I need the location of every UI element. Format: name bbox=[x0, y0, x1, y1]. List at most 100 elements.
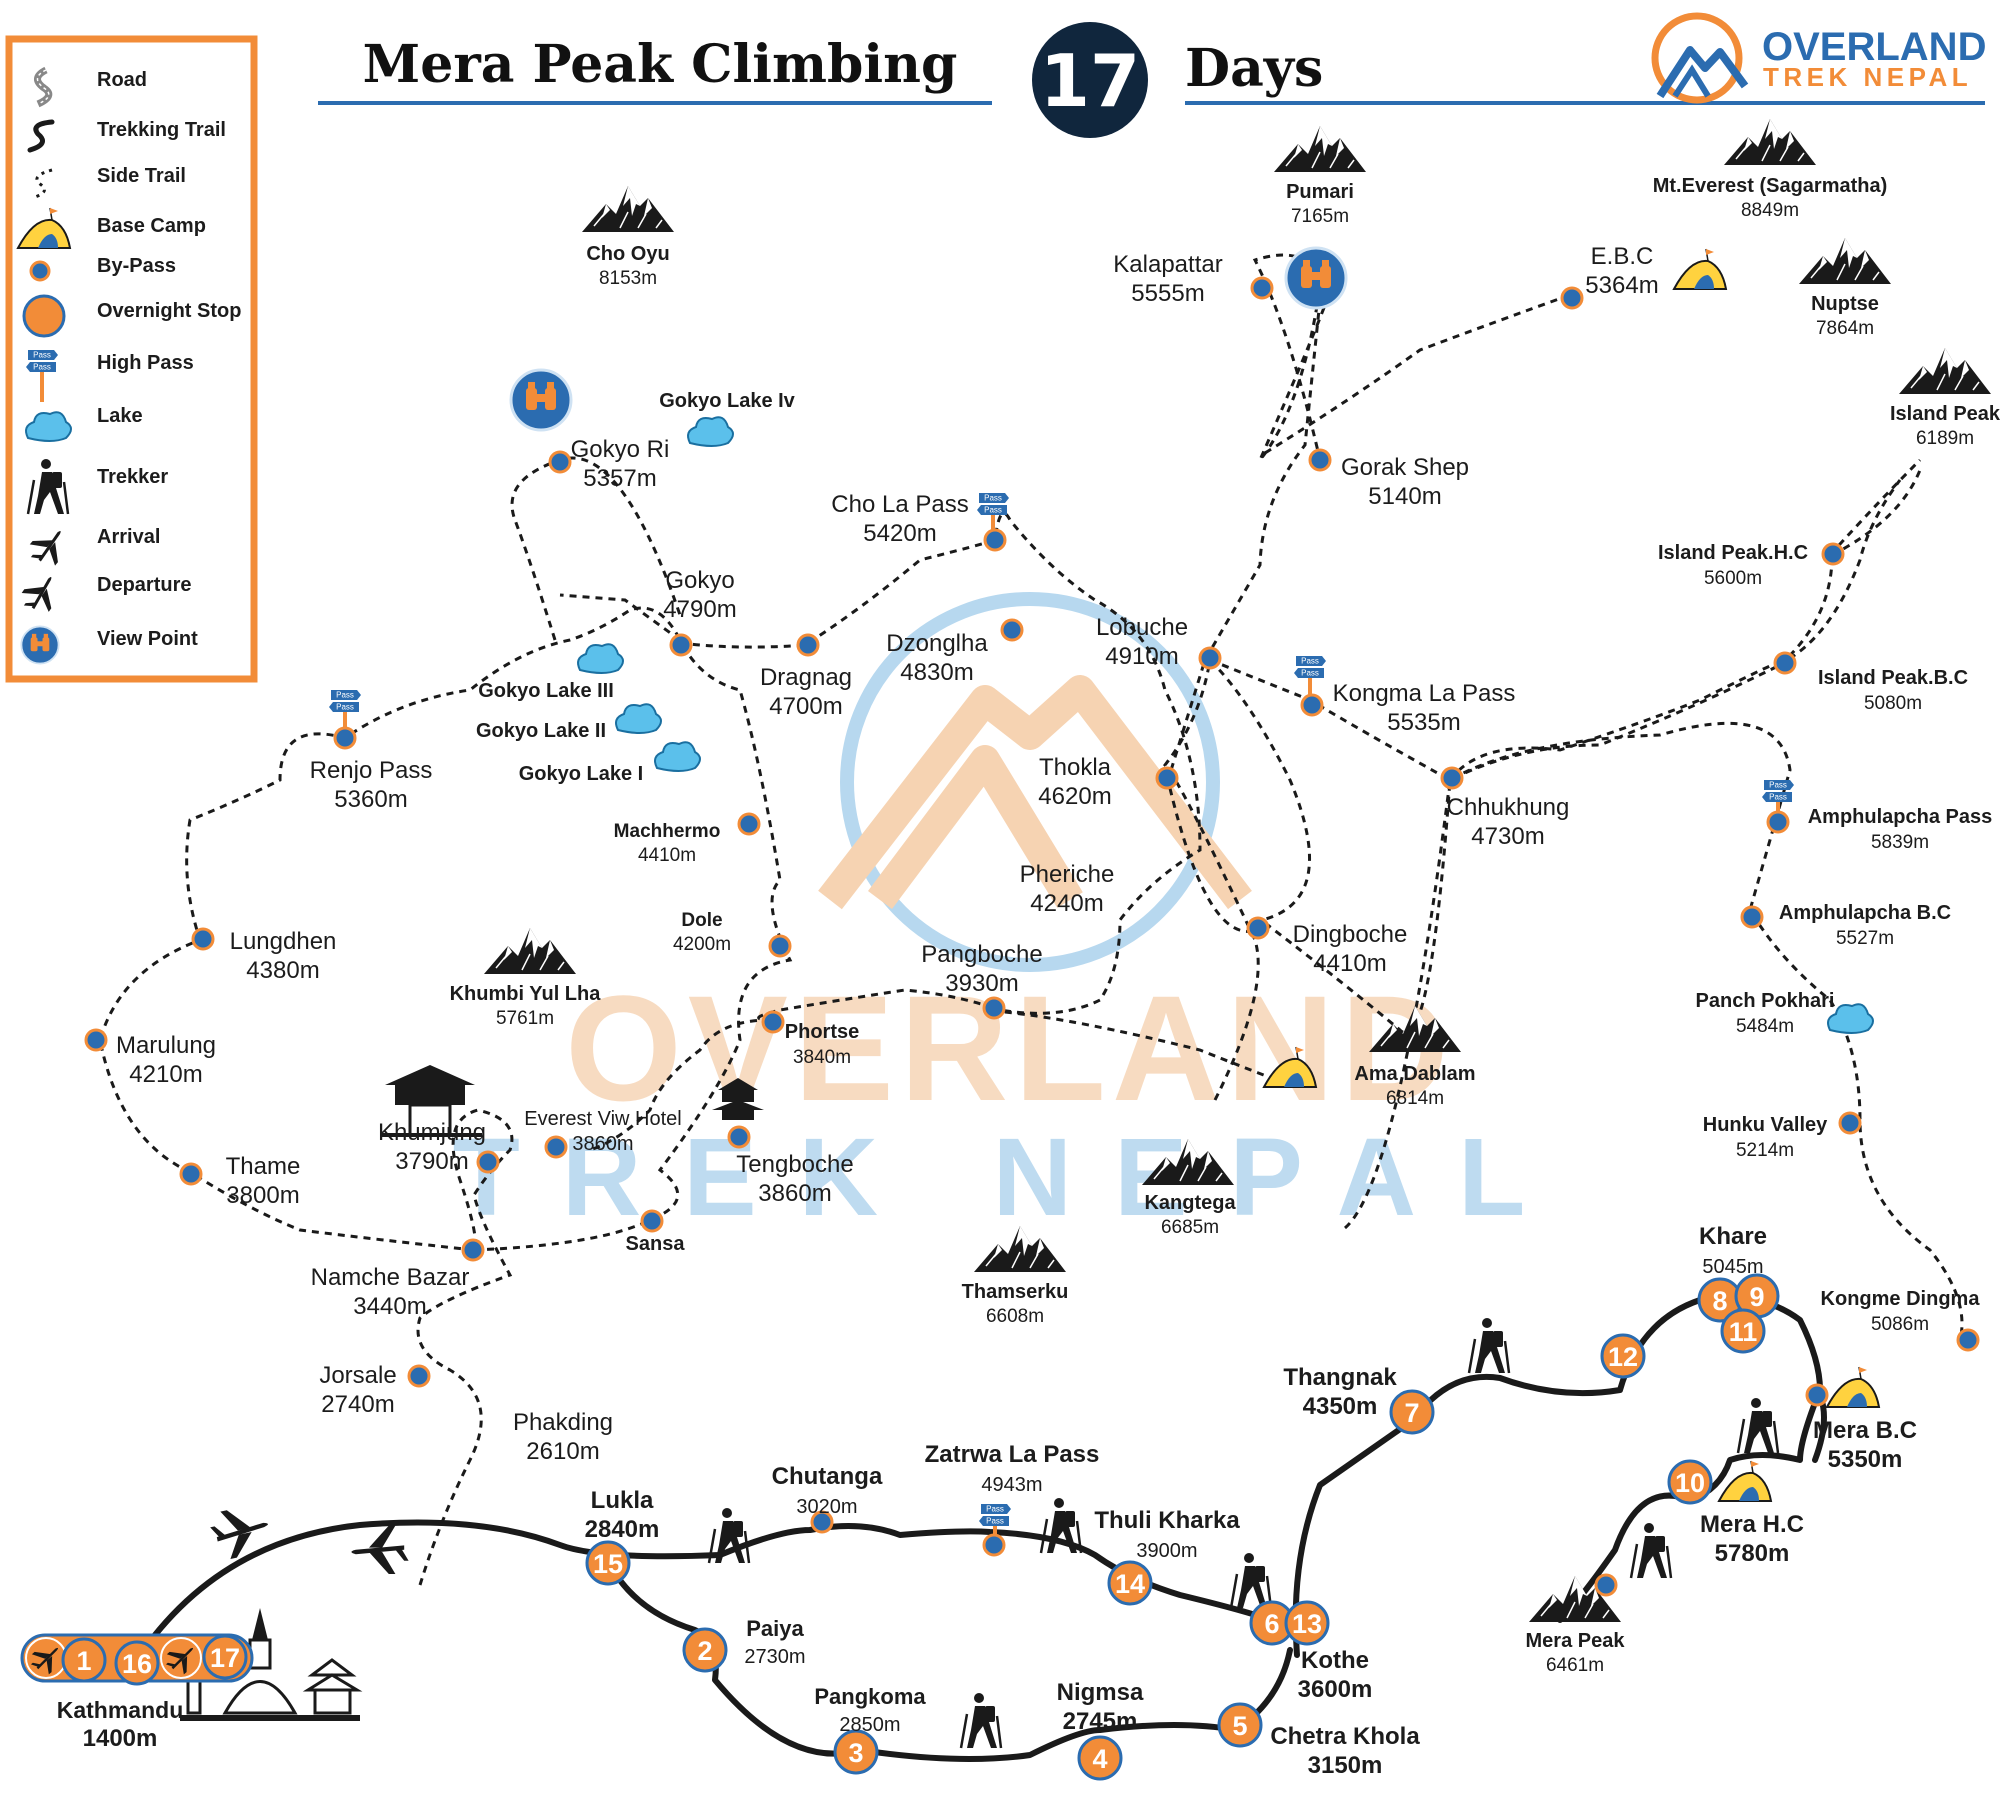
place-name: Island Peak.B.C bbox=[1818, 667, 1968, 689]
peak-altitude: 6814m bbox=[1386, 1088, 1444, 1109]
place-name: Dole bbox=[681, 910, 722, 931]
legend-label-overnight-stop: Overnight Stop bbox=[97, 300, 241, 322]
watermark-line2: TREK NEPAL bbox=[453, 1116, 1568, 1239]
peak-altitude: 6189m bbox=[1916, 428, 1974, 449]
stop-number: 7 bbox=[1404, 1398, 1419, 1428]
place-altitude: 3860m bbox=[758, 1180, 831, 1207]
place-altitude: 4620m bbox=[1038, 783, 1111, 810]
place-altitude: 5527m bbox=[1836, 928, 1894, 949]
place-name: Dingboche bbox=[1293, 921, 1408, 948]
place-name: Nigmsa bbox=[1057, 1679, 1144, 1706]
bypass-dot bbox=[1594, 1573, 1618, 1597]
overnight-stop-10: 10 bbox=[1667, 1459, 1713, 1505]
overnight-stop-11: 11 bbox=[1720, 1308, 1766, 1354]
bypass-dot bbox=[727, 1125, 751, 1149]
bypass-dot bbox=[1766, 810, 1790, 834]
bypass-dot bbox=[982, 1533, 1006, 1557]
place-name: Lukla bbox=[591, 1487, 654, 1514]
legend-label-trekking-trail: Trekking Trail bbox=[97, 119, 226, 141]
place-altitude: 5357m bbox=[583, 465, 656, 492]
lake-label-gokyo-lake-iv: Gokyo Lake Iv bbox=[659, 390, 795, 412]
place-altitude: 5600m bbox=[1704, 568, 1762, 589]
place-island-peak-b-c: Island Peak.B.C 5080m bbox=[1818, 667, 1968, 714]
place-name: Jorsale bbox=[319, 1362, 396, 1389]
bypass-dot bbox=[640, 1209, 664, 1233]
place-name: Thokla bbox=[1039, 754, 1112, 781]
place-name: Chutanga bbox=[772, 1463, 883, 1490]
mountain-icon bbox=[581, 185, 675, 233]
lake-icon-gokyo-iv bbox=[687, 416, 734, 447]
peak-name: Thamserku bbox=[962, 1281, 1069, 1303]
place-altitude: 3020m bbox=[796, 1496, 857, 1518]
lake-label-gokyo-lake-i: Gokyo Lake I bbox=[519, 763, 644, 785]
stop-number: 4 bbox=[1092, 1744, 1107, 1774]
bypass-dot bbox=[1838, 1111, 1862, 1135]
bypass-dot bbox=[810, 1510, 834, 1534]
place-name: Dzonglha bbox=[886, 630, 988, 657]
place-altitude: 4700m bbox=[769, 693, 842, 720]
lake-icon-panch-pokhari bbox=[1827, 1003, 1874, 1034]
mountain-icon bbox=[483, 927, 577, 975]
stop-number: 5 bbox=[1232, 1711, 1247, 1741]
camp-icon-ebc bbox=[1673, 248, 1727, 290]
peak-name: Kangtega bbox=[1144, 1192, 1236, 1214]
peak-name: Mera Peak bbox=[1526, 1630, 1626, 1652]
trails bbox=[98, 253, 1964, 1762]
stop-number: 12 bbox=[1608, 1342, 1638, 1372]
bypass-dot bbox=[179, 1162, 203, 1186]
place-name: Dragnag bbox=[760, 664, 852, 691]
place-altitude: 5080m bbox=[1864, 693, 1922, 714]
bypass-dot bbox=[1155, 766, 1179, 790]
place-name: Khumjung bbox=[378, 1119, 486, 1146]
place-altitude: 5140m bbox=[1368, 483, 1441, 510]
place-altitude: 3900m bbox=[1136, 1540, 1197, 1562]
legend-label-arrival: Arrival bbox=[97, 526, 160, 548]
place-amphulapcha-b-c: Amphulapcha B.C 5527m bbox=[1779, 902, 1951, 949]
bypass-dot bbox=[1300, 693, 1324, 717]
overnight-stop-16: 16 bbox=[114, 1640, 160, 1686]
bypass-dot bbox=[983, 528, 1007, 552]
bypass-dot bbox=[1773, 651, 1797, 675]
stop-number: 8 bbox=[1712, 1286, 1727, 1316]
overnight-stop-5: 5 bbox=[1217, 1702, 1263, 1748]
place-altitude: 4730m bbox=[1471, 823, 1544, 850]
place-altitude: 4943m bbox=[981, 1474, 1042, 1496]
peak-mt-everest-sagarmatha: Mt.Everest (Sagarmatha)8849m bbox=[1653, 118, 1887, 221]
lake-icon-gokyo-iii bbox=[577, 643, 624, 674]
place-name: Kongme Dingma bbox=[1821, 1288, 1981, 1310]
bypass-dot bbox=[548, 450, 572, 474]
overnight-stop-14: 14 bbox=[1107, 1560, 1153, 1606]
place-name: Phakding bbox=[513, 1409, 613, 1436]
peak-altitude: 6608m bbox=[986, 1306, 1044, 1327]
overnight-stop-17: 17 bbox=[202, 1634, 248, 1680]
place-name: Gorak Shep bbox=[1341, 454, 1469, 481]
place-name: Amphulapcha B.C bbox=[1779, 902, 1951, 924]
monastery-icon-tengboche bbox=[712, 1078, 764, 1120]
bypass-dot bbox=[1805, 1383, 1829, 1407]
days-badge bbox=[1032, 22, 1148, 138]
place-name: Amphulapcha Pass bbox=[1808, 806, 1993, 828]
brand-logo: OVERLAND TREK NEPAL bbox=[1651, 12, 1986, 104]
legend-label-base-camp: Base Camp bbox=[97, 215, 206, 237]
place-name: Mera H.C bbox=[1700, 1511, 1804, 1538]
place-name: Phortse bbox=[785, 1021, 859, 1043]
place-altitude: 3440m bbox=[353, 1293, 426, 1320]
legend-label-view-point: View Point bbox=[97, 628, 198, 650]
mountain-icon bbox=[1723, 118, 1817, 166]
